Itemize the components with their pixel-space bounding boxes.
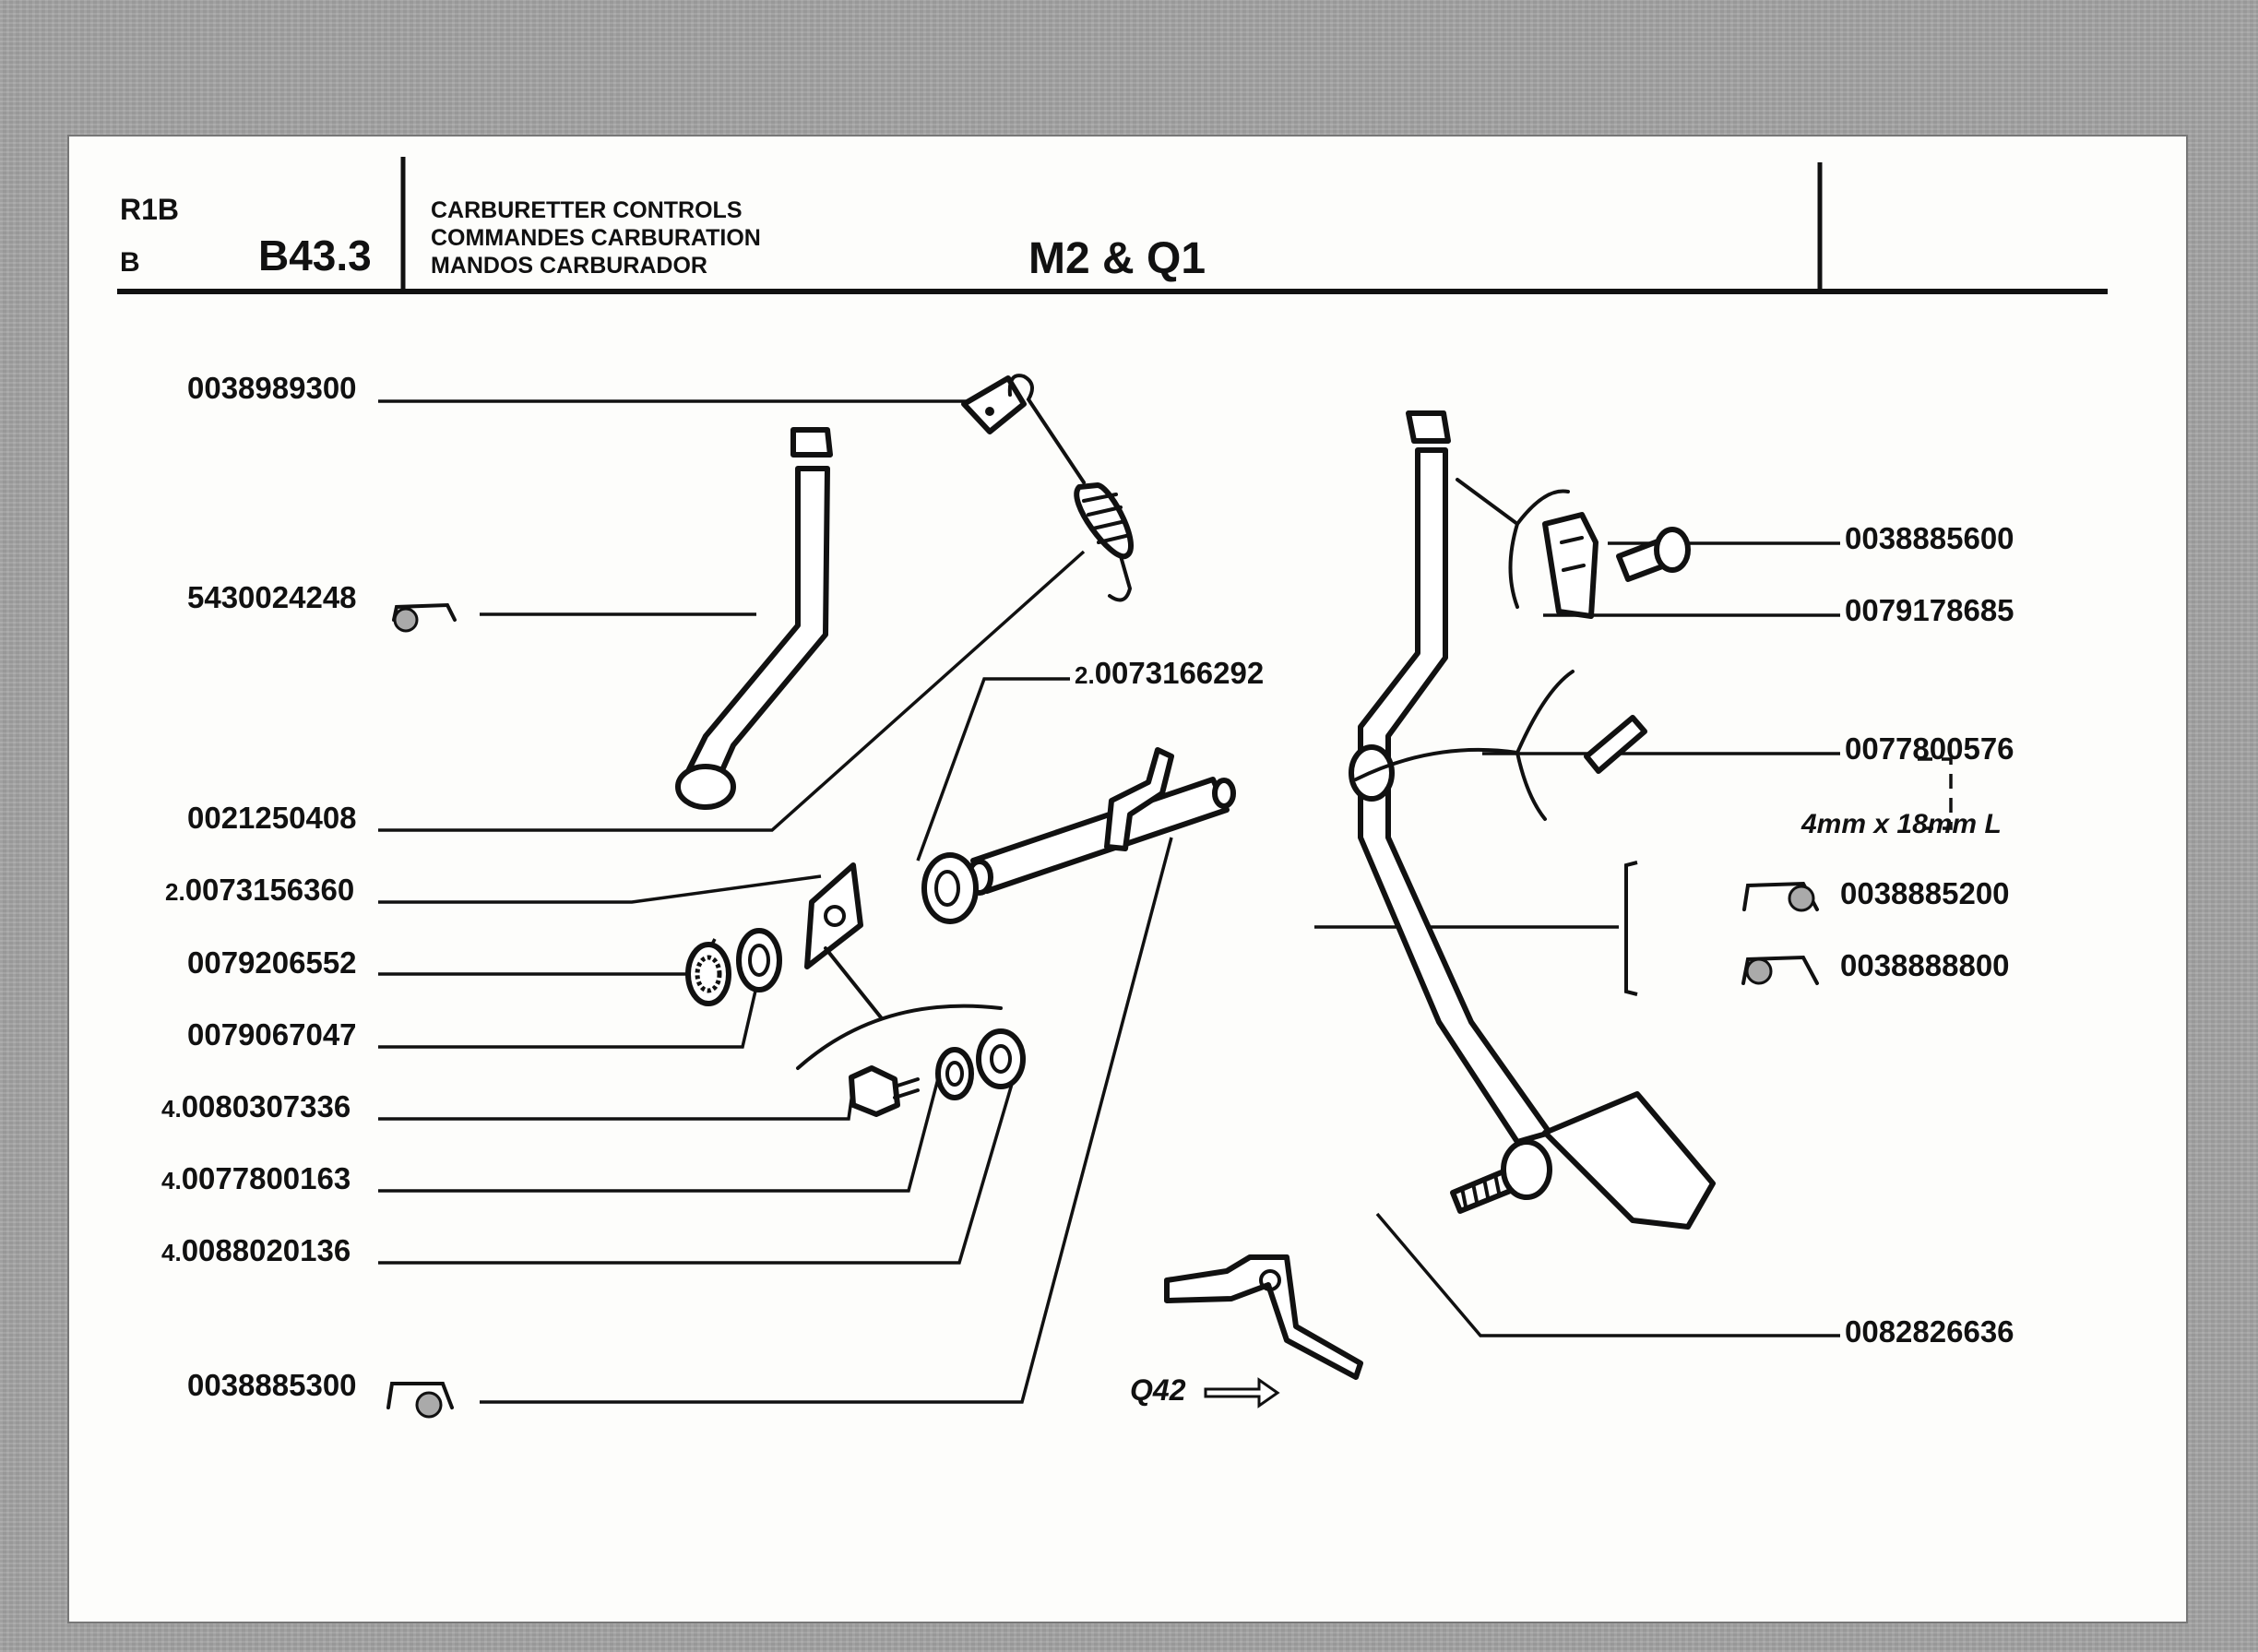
serrated-washer	[685, 942, 731, 1006]
arrow-icon	[1204, 1377, 1280, 1408]
part-label: 0079178685	[1845, 593, 2014, 627]
shaft-bush-bore	[934, 870, 960, 907]
ref-bottom: B	[120, 247, 140, 278]
models-label: M2 & Q1	[1028, 234, 1206, 283]
pedal-pad	[1542, 1091, 1716, 1230]
pedal-arm-top	[1406, 410, 1451, 444]
title-fr: COMMANDES CARBURATION	[431, 225, 761, 251]
variant-icon	[386, 1382, 454, 1419]
mounting-bolt	[849, 1065, 900, 1117]
variant-bracket	[1624, 861, 1638, 996]
crank-arm-top	[790, 427, 833, 458]
part-label: 4.0077800163	[161, 1161, 351, 1195]
bracket-hole	[985, 407, 994, 416]
variant-icon	[392, 602, 457, 633]
part-label: 0038989300	[187, 371, 357, 405]
bolt-thread	[893, 1077, 920, 1099]
shaft-lever	[1104, 747, 1174, 851]
title-en: CARBURETTER CONTROLS	[431, 197, 743, 223]
bolt-nut-bore	[990, 1044, 1012, 1074]
roll-pin	[1584, 715, 1647, 774]
part-label: 5430024248	[187, 580, 357, 614]
crank-arm-boss	[675, 764, 736, 810]
part-label: 2.0073166292	[1075, 656, 1264, 690]
bolt-washer-bore	[945, 1061, 964, 1087]
return-spring	[1007, 374, 1134, 602]
variant-icon	[1742, 881, 1819, 912]
bolt-washer	[935, 1047, 974, 1100]
leader-lines	[378, 399, 1840, 1404]
crank-arm	[680, 466, 830, 790]
part-label: 4.0088020136	[161, 1233, 351, 1267]
part-label: 0079206552	[187, 945, 357, 980]
pedal-shaft	[970, 777, 1230, 894]
parts-catalogue-sheet: R1B B B43.3 CARBURETTER CONTROLS COMMAND…	[69, 137, 2186, 1622]
clevis	[1542, 512, 1598, 619]
pedal-arm	[1358, 447, 1552, 1145]
shaft-end	[1212, 778, 1236, 809]
clevis-brace	[1456, 478, 1570, 609]
part-label: 2.0073156360	[165, 873, 354, 907]
variant-icon	[1741, 955, 1819, 985]
serrated-washer-bore	[695, 955, 722, 993]
part-label: 0082826636	[1845, 1314, 2014, 1349]
part-list-right: 2.0073166292 0038885600 0079178685 00778…	[1075, 521, 2014, 1407]
exploded-diagram: R1B B B43.3 CARBURETTER CONTROLS COMMAND…	[117, 157, 2108, 1419]
flat-washer-bore	[748, 944, 770, 977]
bracket-bolt	[1259, 1269, 1281, 1291]
mounting-plate	[804, 862, 863, 969]
part-label: 0038885600	[1845, 521, 2014, 555]
flat-washer	[736, 928, 782, 992]
part-list-left: 0038989300 5430024248 0021250408 2.00731…	[161, 371, 357, 1402]
part-label: 0038885300	[187, 1368, 357, 1402]
roll-pin-brace	[1354, 670, 1575, 821]
pin-size-note: 4mm x 18mm L	[1800, 809, 2002, 839]
plate-hole	[824, 905, 846, 927]
cross-reference-label: Q42	[1130, 1373, 1186, 1407]
bolt-nut	[976, 1028, 1026, 1089]
pedal-bracket	[1164, 1254, 1363, 1380]
clevis-pin-head	[1654, 527, 1691, 573]
ref-top: R1B	[120, 193, 179, 226]
stop-bolt-thread	[1460, 1172, 1501, 1208]
stop-bolt-head	[1501, 1139, 1552, 1200]
bracket-plate	[961, 375, 1027, 434]
part-label: 0038885200	[1840, 876, 2010, 910]
part-label: 4.0080307336	[161, 1089, 351, 1123]
part-label: 0021250408	[187, 801, 357, 835]
title-es: MANDOS CARBURADOR	[431, 253, 707, 279]
page-code: B43.3	[258, 232, 372, 279]
part-label: 0038888800	[1840, 948, 2010, 982]
group-brace	[796, 946, 1003, 1070]
part-label: 0079067047	[187, 1017, 357, 1052]
clevis-slot	[1560, 536, 1586, 572]
shaft-bush	[921, 852, 979, 924]
header-block: R1B B B43.3 CARBURETTER CONTROLS COMMAND…	[117, 157, 2108, 294]
